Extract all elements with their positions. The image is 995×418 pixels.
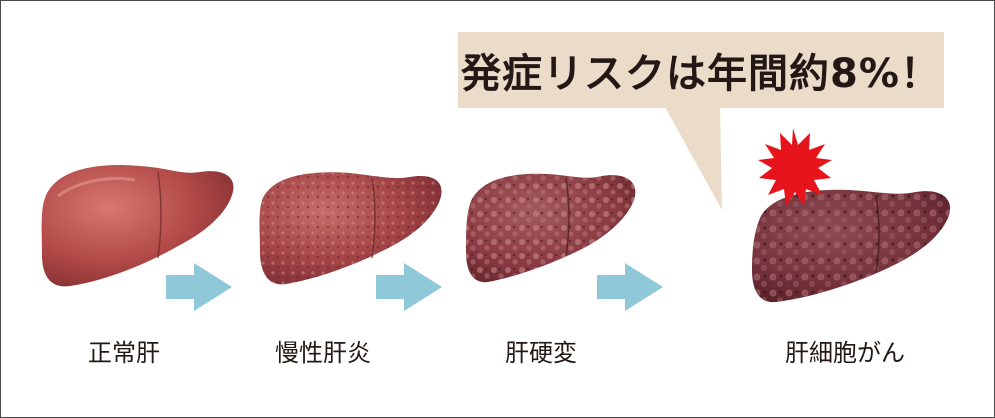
stage-label-chronic-hepatitis: 慢性肝炎 [275, 339, 371, 367]
liver-normal-icon [41, 165, 234, 287]
liver-cirrhosis-icon [466, 173, 636, 283]
liver-chronic-hepatitis-icon [259, 172, 442, 285]
stage-label-normal-liver: 正常肝 [88, 339, 160, 367]
stage-label-liver-cancer: 肝細胞がん [785, 339, 905, 367]
right-arrow-icon [376, 263, 442, 311]
right-arrow-icon [166, 263, 232, 311]
stage-label-cirrhosis: 肝硬変 [505, 339, 577, 367]
callout-box [458, 32, 944, 108]
right-arrow-icon [597, 263, 663, 311]
starburst-icon [758, 128, 832, 206]
liver-cancer-icon [752, 189, 951, 303]
callout-risk-text: 発症リスクは年間約8%！ [461, 51, 941, 97]
